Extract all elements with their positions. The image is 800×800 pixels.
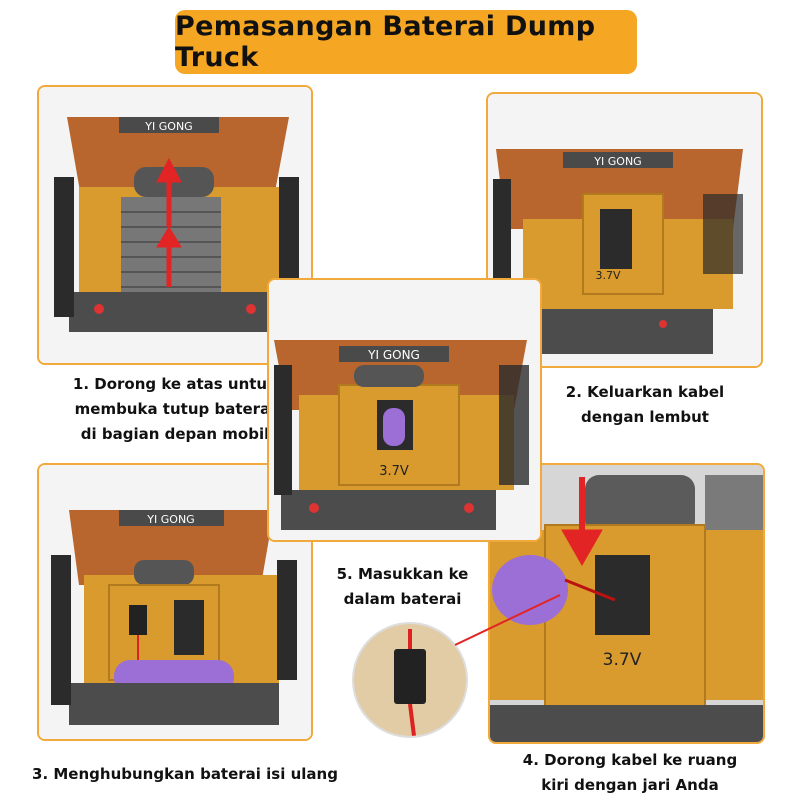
step-3-caption: 3. Menghubungkan baterai isi ulang: [32, 765, 338, 783]
brand-label: YI GONG: [593, 155, 641, 168]
page-title: Pemasangan Baterai Dump Truck: [175, 11, 596, 73]
voltage-label: 3.7V: [379, 464, 409, 479]
step-3-image: YI GONG: [37, 463, 313, 741]
step-4-caption: 4. Dorong kabel ke ruang kiri dengan jar…: [522, 751, 738, 794]
brand-label: YI GONG: [367, 348, 420, 362]
connector-zoom-inset: [352, 622, 468, 738]
step-5-image: YI GONG 3.7V: [267, 278, 542, 542]
brand-label: YI GONG: [144, 120, 192, 133]
brand-label: YI GONG: [146, 513, 194, 526]
voltage-label: 3.7V: [595, 269, 620, 282]
step-1-image: YI GONG: [37, 85, 313, 365]
voltage-label: 3.7V: [603, 650, 642, 670]
step-5-caption: 5. Masukkan ke dalam baterai: [336, 565, 469, 608]
step-2-caption: 2. Keluarkan kabel dengan lembut: [565, 383, 725, 426]
step-1-caption: 1. Dorong ke atas untuk membuka tutup ba…: [72, 375, 278, 443]
title-banner: Pemasangan Baterai Dump Truck: [175, 10, 637, 74]
